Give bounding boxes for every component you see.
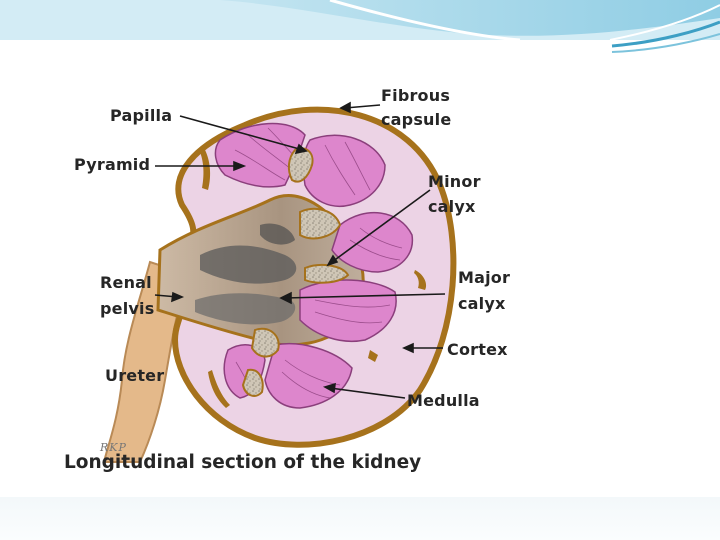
label-major-calyx-line1: Major [458,268,511,287]
minor-calyx-1 [287,147,314,183]
label-papilla: Papilla [110,106,173,125]
label-renal-pelvis-line2: pelvis [100,299,155,318]
slide-footer-band [0,497,720,540]
minor-calyx-3 [304,263,350,284]
label-ureter: Ureter [105,366,165,385]
artist-signature: RKP [100,441,127,454]
minor-calyx-5 [241,368,264,397]
diagram-caption: Longitudinal section of the kidney [64,452,422,473]
minor-calyx-2 [299,207,342,240]
pyramid-right-upper [331,211,414,273]
label-renal-pelvis-line1: Renal [100,273,152,292]
label-fibrous-capsule-line2: capsule [381,110,452,129]
label-pyramid: Pyramid [74,155,151,174]
pyramid-bottom-right [264,342,353,409]
label-medulla: Medulla [407,391,480,410]
label-minor-calyx-line1: Minor [428,172,481,191]
label-minor-calyx-line2: calyx [428,197,476,216]
label-fibrous-capsule-line1: Fibrous [381,86,451,105]
label-cortex: Cortex [447,340,508,359]
minor-calyx-4 [250,327,280,358]
label-major-calyx-line2: calyx [458,294,506,313]
